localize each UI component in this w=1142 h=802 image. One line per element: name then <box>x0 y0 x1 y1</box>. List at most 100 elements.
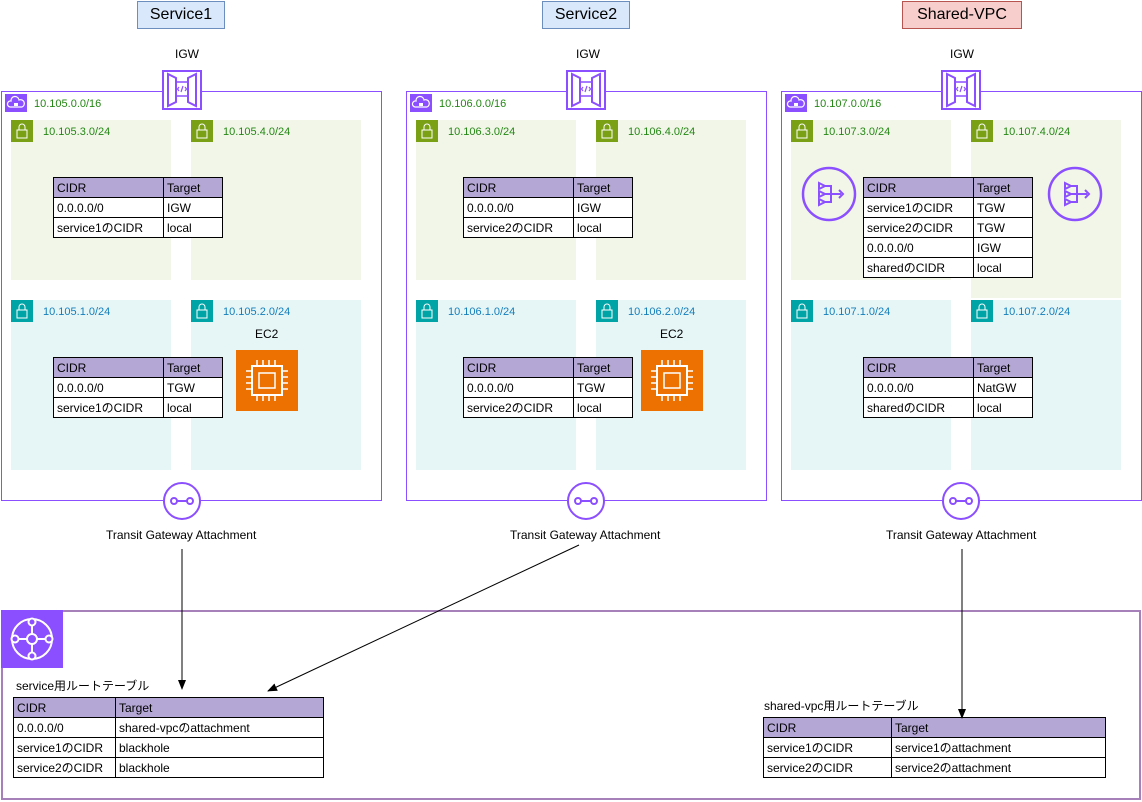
ec2-label: EC2 <box>255 327 279 341</box>
cell-target: TGW <box>573 377 633 398</box>
cell-target: TGW <box>163 377 223 398</box>
internet-gateway-icon[interactable] <box>162 70 202 110</box>
cell-cidr: service1のCIDR <box>53 217 164 238</box>
shared-vpc-title: Shared-VPC <box>902 1 1022 29</box>
vpc-cloud-icon <box>410 94 432 112</box>
vpc-cidr: 10.106.0.0/16 <box>439 98 507 110</box>
transit-gateway-icon[interactable] <box>1 610 63 668</box>
ec2-icon[interactable] <box>641 350 703 411</box>
header-target: Target <box>573 357 633 378</box>
subnet-cidr: 10.106.1.0/24 <box>448 306 516 318</box>
igw-label: IGW <box>950 47 974 61</box>
cell-cidr: 0.0.0.0/0 <box>53 197 164 218</box>
cell-target: local <box>973 257 1033 278</box>
cell-cidr: sharedのCIDR <box>863 257 974 278</box>
cell-cidr: 0.0.0.0/0 <box>463 197 574 218</box>
header-cidr: CIDR <box>763 717 892 738</box>
cell-target: blackhole <box>115 737 324 758</box>
service1-title: Service1 <box>137 1 225 29</box>
cell-target: service2のattachment <box>891 757 1106 778</box>
cell-target: NatGW <box>973 377 1033 398</box>
subnet-cidr: 10.105.3.0/24 <box>43 126 111 138</box>
cell-target: TGW <box>973 217 1033 238</box>
cell-target: service1のattachment <box>891 737 1106 758</box>
tgw-attachment-icon[interactable] <box>162 481 202 521</box>
tgw-attachment-label: Transit Gateway Attachment <box>886 528 1037 542</box>
subnet-public-b[interactable]: 10.105.4.0/24 <box>191 120 361 280</box>
cell-cidr: service1のCIDR <box>763 737 892 758</box>
ec2-icon[interactable] <box>236 350 298 411</box>
lock-icon <box>191 120 213 142</box>
cell-cidr: 0.0.0.0/0 <box>463 377 574 398</box>
header-cidr: CIDR <box>13 697 116 718</box>
internet-gateway-icon[interactable] <box>941 70 981 110</box>
nat-gateway-icon[interactable] <box>1047 166 1103 222</box>
lock-icon <box>791 120 813 142</box>
header-cidr: CIDR <box>863 357 974 378</box>
vpc-cidr: 10.107.0.0/16 <box>814 98 882 110</box>
header-cidr: CIDR <box>53 357 164 378</box>
header-target: Target <box>973 177 1033 198</box>
cell-target: local <box>163 397 223 418</box>
nat-gateway-icon[interactable] <box>801 166 857 222</box>
subnet-cidr: 10.105.1.0/24 <box>43 306 111 318</box>
header-target: Target <box>115 697 324 718</box>
cell-cidr: 0.0.0.0/0 <box>863 377 974 398</box>
cell-target: blackhole <box>115 757 324 778</box>
lock-icon <box>971 300 993 322</box>
cell-target: shared-vpcのattachment <box>115 717 324 738</box>
subnet-cidr: 10.106.3.0/24 <box>448 126 516 138</box>
tgw-attachment-icon[interactable] <box>566 481 606 521</box>
vpc-cloud-icon <box>785 94 807 112</box>
cell-cidr: service2のCIDR <box>13 757 116 778</box>
igw-label: IGW <box>175 47 199 61</box>
subnet-cidr: 10.107.2.0/24 <box>1003 306 1071 318</box>
ec2-label: EC2 <box>660 327 684 341</box>
service2-title: Service2 <box>542 1 630 29</box>
vpc-cidr: 10.105.0.0/16 <box>34 98 102 110</box>
subnet-cidr: 10.107.4.0/24 <box>1003 126 1071 138</box>
lock-icon <box>11 120 33 142</box>
vpc-cloud-icon <box>5 94 27 112</box>
cell-cidr: service1のCIDR <box>13 737 116 758</box>
cell-cidr: service2のCIDR <box>763 757 892 778</box>
tgw-attachment-icon[interactable] <box>941 481 981 521</box>
lock-icon <box>971 120 993 142</box>
lock-icon <box>791 300 813 322</box>
lock-icon <box>416 120 438 142</box>
header-target: Target <box>573 177 633 198</box>
internet-gateway-icon[interactable] <box>566 70 606 110</box>
cell-target: IGW <box>573 197 633 218</box>
subnet-cidr: 10.105.2.0/24 <box>223 306 291 318</box>
lock-icon <box>11 300 33 322</box>
cell-target: local <box>573 217 633 238</box>
shared-vpc-route-table-title: shared-vpc用ルートテーブル <box>764 699 919 713</box>
lock-icon <box>596 120 618 142</box>
subnet-cidr: 10.106.4.0/24 <box>628 126 696 138</box>
header-cidr: CIDR <box>463 177 574 198</box>
header-cidr: CIDR <box>463 357 574 378</box>
subnet-cidr: 10.107.1.0/24 <box>823 306 891 318</box>
header-target: Target <box>163 177 223 198</box>
service-route-table-title: service用ルートテーブル <box>16 679 150 693</box>
subnet-cidr: 10.106.2.0/24 <box>628 306 696 318</box>
